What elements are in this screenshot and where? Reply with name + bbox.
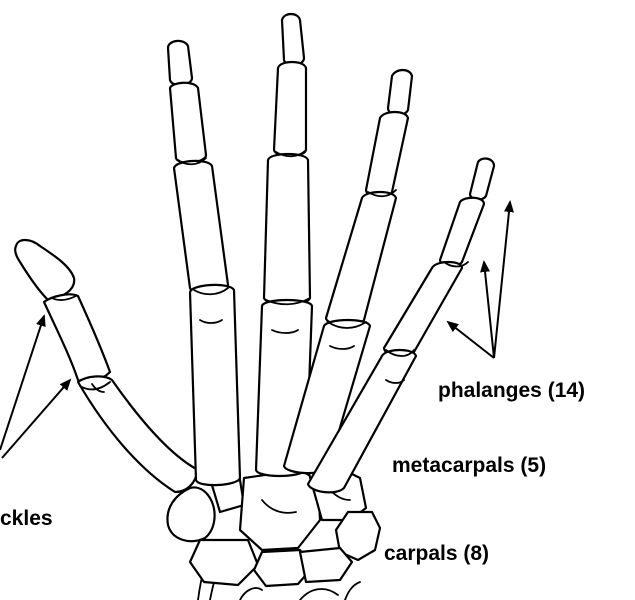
phalanges-arrow-2 (484, 262, 494, 358)
carpals-label: carpals (8) (384, 543, 489, 564)
carpal-bones (167, 468, 380, 586)
phalanges-arrow-3 (448, 322, 494, 358)
knuckles-arrow-lower (2, 380, 70, 458)
index-finger-bones (168, 41, 240, 485)
phalanges-label: phalanges (14) (438, 380, 585, 401)
knuckles-label: ckles (0, 508, 53, 529)
phalanges-arrow-1 (494, 202, 510, 358)
thumb-bones (15, 240, 198, 492)
metacarpals-label: metacarpals (5) (392, 455, 546, 476)
knuckles-arrow-upper (0, 316, 44, 450)
